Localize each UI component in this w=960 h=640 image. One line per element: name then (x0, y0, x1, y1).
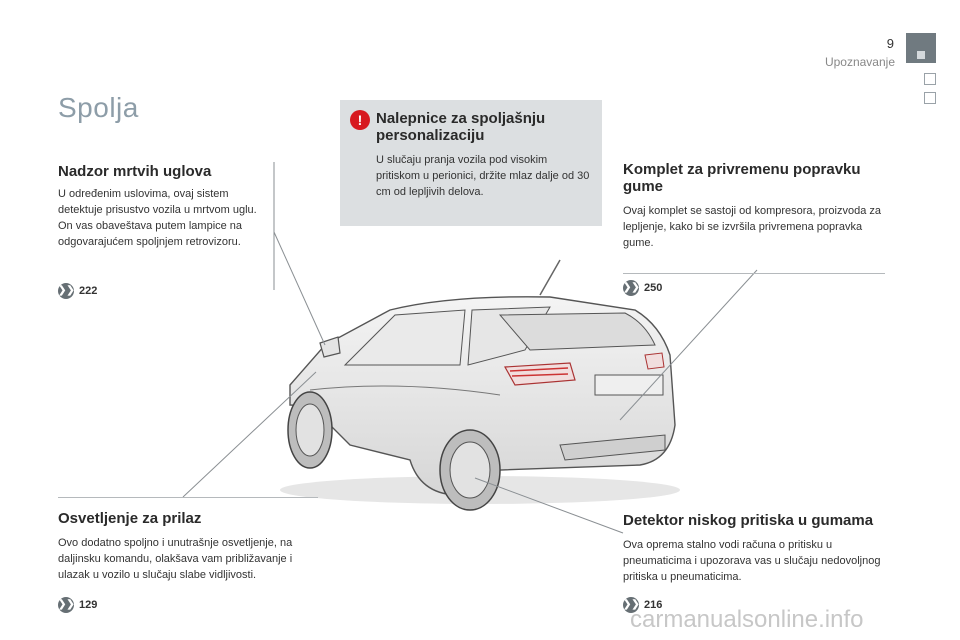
approach-lighting-text: Ovo dodatno spoljno i unutrašnje osvetlj… (58, 537, 293, 581)
approach-lighting-title: Osvetljenje za prilaz (58, 510, 202, 527)
tyre-pressure-text: Ova oprema stalno vodi računa o pritisku… (623, 539, 881, 583)
watermark: carmanualsonline.info (630, 606, 864, 633)
ref-page[interactable]: 129 (79, 599, 98, 611)
chapter-name: Upoznavanje (824, 55, 895, 69)
tyre-pressure-ref[interactable]: ❯❯ 216 (623, 597, 662, 613)
chapter-tab-box (924, 73, 936, 85)
repair-kit-text: Ovaj komplet se sastoji od kompresora, p… (623, 205, 882, 249)
chapter-tab-dot (917, 51, 925, 59)
warning-icon: ! (350, 110, 370, 130)
page-number: 9 (886, 36, 894, 51)
page-reference-icon: ❯❯ (623, 280, 640, 296)
stickers-text: U slučaju pranja vozila pod visokim prit… (376, 154, 590, 198)
repair-kit-ref[interactable]: ❯❯ 250 (623, 280, 662, 296)
chapter-tab-box (924, 92, 936, 104)
repair-kit-block: Komplet za privremenu popravku gume Ovaj… (623, 161, 888, 251)
stickers-title: Nalepnice za spoljašnju personalizaciju (376, 110, 546, 144)
blind-spot-title: Nadzor mrtvih uglova (58, 163, 212, 180)
blind-spot-text: U određenim uslovima, ovaj sistem detekt… (58, 188, 257, 248)
section-title: Spolja (58, 92, 139, 123)
tyre-pressure-block: Detektor niskog pritiska u gumama Ova op… (623, 512, 888, 585)
ref-page[interactable]: 222 (79, 285, 98, 297)
tyre-pressure-title: Detektor niskog pritiska u gumama (623, 512, 874, 529)
stickers-block: Nalepnice za spoljašnju personalizaciju … (376, 110, 591, 200)
divider (58, 497, 318, 498)
page-reference-icon: ❯❯ (58, 283, 75, 299)
approach-lighting-ref[interactable]: ❯❯ 129 (58, 597, 97, 613)
repair-kit-title: Komplet za privremenu popravku gume (623, 161, 861, 195)
divider (623, 273, 885, 274)
page-reference-icon: ❯❯ (58, 597, 75, 613)
ref-page[interactable]: 250 (644, 282, 663, 294)
approach-lighting-block: Osvetljenje za prilaz Ovo dodatno spoljn… (58, 510, 320, 583)
car-illustration (280, 259, 680, 511)
blind-spot-ref[interactable]: ❯❯ 222 (58, 283, 97, 299)
ref-page[interactable]: 216 (644, 599, 663, 611)
page-reference-icon: ❯❯ (623, 597, 640, 613)
blind-spot-block: Nadzor mrtvih uglova U određenim uslovim… (58, 163, 268, 250)
stickers-info-box (340, 100, 602, 226)
